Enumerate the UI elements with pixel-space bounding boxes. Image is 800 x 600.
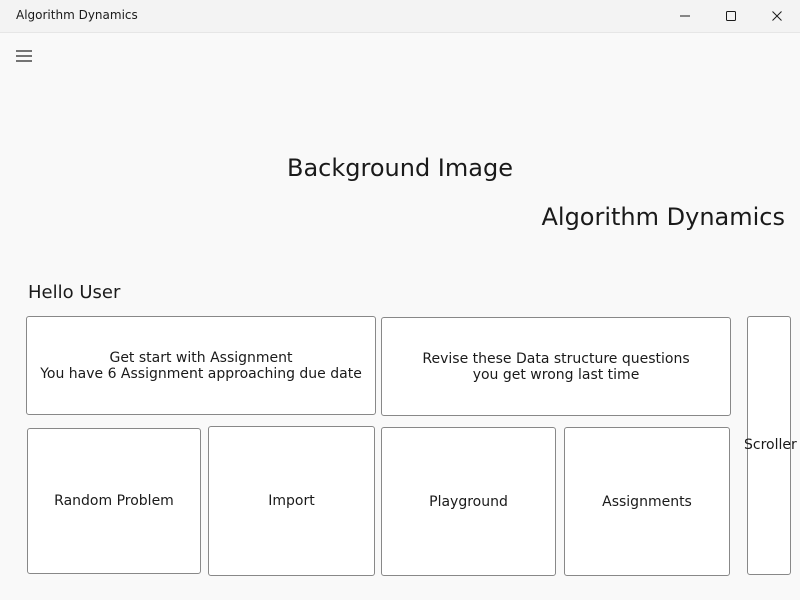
close-icon xyxy=(772,11,782,21)
maximize-button[interactable] xyxy=(708,0,754,32)
window-title: Algorithm Dynamics xyxy=(16,8,138,22)
card-title: Get start with Assignment xyxy=(109,349,293,366)
scroller-label: Scroller xyxy=(744,437,797,453)
assignments-tile[interactable]: Assignments xyxy=(564,427,730,576)
close-button[interactable] xyxy=(754,0,800,32)
tile-label: Assignments xyxy=(602,493,692,510)
minimize-icon xyxy=(680,15,690,17)
tile-label: Import xyxy=(268,493,315,509)
assignment-summary-card[interactable]: Get start with Assignment You have 6 Ass… xyxy=(26,316,376,415)
hero-app-title: Algorithm Dynamics xyxy=(541,203,785,231)
hamburger-menu-icon xyxy=(16,50,32,62)
scroller-panel[interactable] xyxy=(747,316,791,575)
maximize-icon xyxy=(726,11,736,21)
import-tile[interactable]: Import xyxy=(208,426,375,576)
card-title: Revise these Data structure questions xyxy=(422,350,690,367)
revise-questions-card[interactable]: Revise these Data structure questions yo… xyxy=(381,317,731,416)
playground-tile[interactable]: Playground xyxy=(381,427,556,576)
random-problem-tile[interactable]: Random Problem xyxy=(27,428,201,574)
minimize-button[interactable] xyxy=(662,0,708,32)
menu-button[interactable] xyxy=(10,42,38,70)
tile-label: Playground xyxy=(429,493,508,510)
greeting-text: Hello User xyxy=(28,282,121,303)
card-subtitle: you get wrong last time xyxy=(472,366,640,383)
tile-label: Random Problem xyxy=(54,493,174,509)
card-subtitle: You have 6 Assignment approaching due da… xyxy=(40,365,362,382)
title-bar: Algorithm Dynamics xyxy=(0,0,800,33)
hero-background-label: Background Image xyxy=(287,154,513,182)
